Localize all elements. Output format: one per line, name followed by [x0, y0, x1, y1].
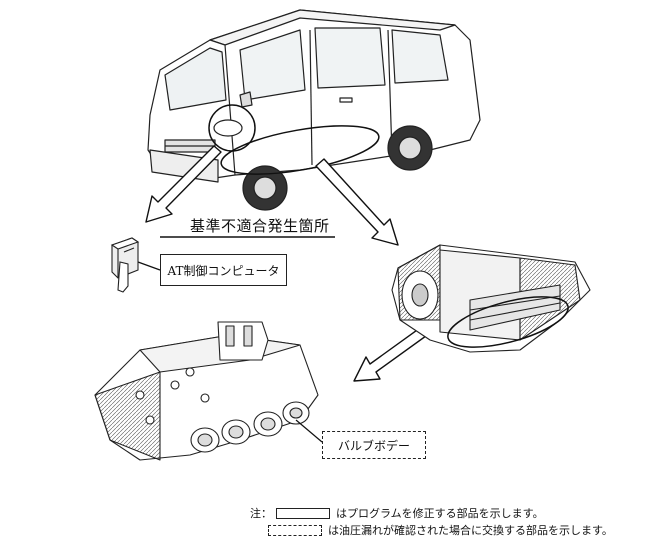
- valve-body-label-box: バルブボデー: [322, 431, 426, 459]
- legend-solid-swatch: [276, 507, 330, 519]
- valve-body-leader-line: [295, 419, 323, 443]
- transmission-location-ellipse: [220, 125, 380, 175]
- transmission-illustration: [391, 244, 591, 353]
- valve-body-illustration: [94, 321, 319, 461]
- computer-label-box: AT制御コンピュータ: [160, 254, 287, 286]
- computer-label: AT制御コンピュータ: [167, 263, 280, 278]
- figure-title: 基準不適合発生箇所: [190, 217, 330, 235]
- computer-leader-line: [137, 261, 161, 271]
- legend-solid-text: はプログラムを修正する部品を示します。: [336, 507, 544, 520]
- valve-body-label: バルブボデー: [337, 438, 410, 453]
- van-illustration: [147, 9, 481, 211]
- at-control-computer: [110, 237, 140, 293]
- legend-dashed-text: は油圧漏れが確認された場合に交換する部品を示します。: [328, 524, 613, 537]
- legend-dashed-swatch: [268, 524, 322, 536]
- legend-prefix: 注：: [250, 507, 272, 520]
- valve-body-location-ellipse: [447, 296, 569, 348]
- legend-row-dashed: は油圧漏れが確認された場合に交換する部品を示します。: [264, 522, 613, 538]
- legend-row-solid: 注： はプログラムを修正する部品を示します。: [250, 505, 544, 521]
